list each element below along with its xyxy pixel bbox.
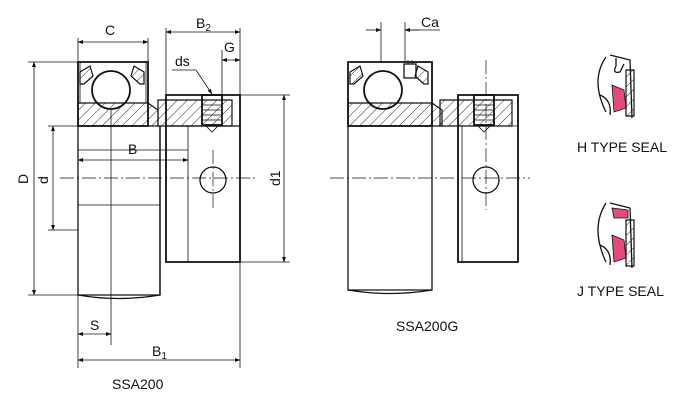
- ssa200-dimensions: C B2 G ds D d B d1 S: [15, 15, 290, 392]
- label-D: D: [15, 174, 31, 184]
- h-type-seal-detail: H TYPE SEAL: [577, 54, 667, 155]
- label-C: C: [105, 22, 115, 38]
- label-S: S: [90, 317, 99, 333]
- label-d1: d1: [267, 170, 283, 186]
- ssa200-view: [60, 61, 258, 300]
- label-B: B: [128, 141, 137, 157]
- label-Ca: Ca: [421, 14, 439, 30]
- label-ds: ds: [175, 53, 190, 69]
- caption-ssa200g: SSA200G: [396, 318, 458, 334]
- ssa200g-dimensions: Ca SSA200G: [366, 14, 458, 334]
- ball-icon-g: [363, 70, 403, 110]
- caption-j-seal: J TYPE SEAL: [577, 283, 664, 299]
- label-B2: B2: [196, 15, 211, 34]
- ssa200g-view: [330, 60, 530, 295]
- j-type-seal-detail: J TYPE SEAL: [577, 202, 664, 299]
- label-d: d: [35, 176, 51, 184]
- ball-icon: [91, 70, 131, 110]
- label-G: G: [224, 39, 235, 55]
- grease-fitting-icon: [403, 63, 417, 79]
- caption-h-seal: H TYPE SEAL: [577, 139, 667, 155]
- label-B1: B1: [152, 343, 167, 362]
- caption-ssa200: SSA200: [112, 376, 164, 392]
